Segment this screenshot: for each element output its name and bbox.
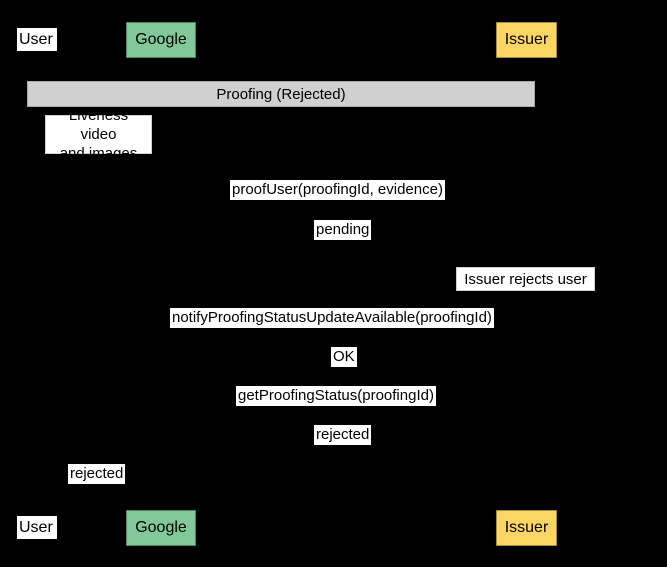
participant-footer-issuer-label: Issuer [504,519,549,536]
arrow-proof-user [161,206,526,207]
participant-header-issuer-label: Issuer [504,31,549,48]
lifeline-google [161,58,162,510]
message-label-rejected-issuer: rejected [314,425,372,445]
note-issuer-rejects-user: Issuer rejects user [456,267,595,291]
note-liveness-video-and-images: Liveness video and images [45,107,152,162]
arrow-get-proofing-status [161,412,526,413]
participant-header-issuer[interactable]: Issuer [496,22,557,58]
participant-footer-user-label: User [19,518,53,536]
participant-header-user-label: User [19,30,53,48]
arrow-rejected-issuer [161,451,526,452]
lifeline-user [37,58,38,516]
message-label-ok: OK [331,347,357,367]
message-label-notify-proofing-status: notifyProofingStatusUpdateAvailable(proo… [170,308,494,328]
participant-header-user[interactable]: User [17,28,57,51]
arrow-rejected-user [37,490,161,491]
arrow-ok [161,373,526,374]
message-label-proof-user: proofUser(proofingId, evidence) [230,180,445,200]
arrow-pending [161,246,526,247]
participant-footer-issuer[interactable]: Issuer [496,510,557,546]
message-label-get-proofing-status: getProofingStatus(proofingId) [236,386,436,406]
participant-footer-google[interactable]: Google [126,510,196,546]
message-label-rejected-user: rejected [68,464,126,484]
arrow-notify-status [161,334,526,335]
participant-header-google[interactable]: Google [126,22,196,58]
message-label-pending: pending [314,220,372,240]
fragment-proofing-rejected-label: Proofing (Rejected) [216,85,346,103]
fragment-proofing-rejected: Proofing (Rejected) [27,81,535,107]
participant-header-google-label: Google [135,31,187,48]
participant-footer-user[interactable]: User [17,516,57,539]
participant-footer-google-label: Google [135,519,187,536]
